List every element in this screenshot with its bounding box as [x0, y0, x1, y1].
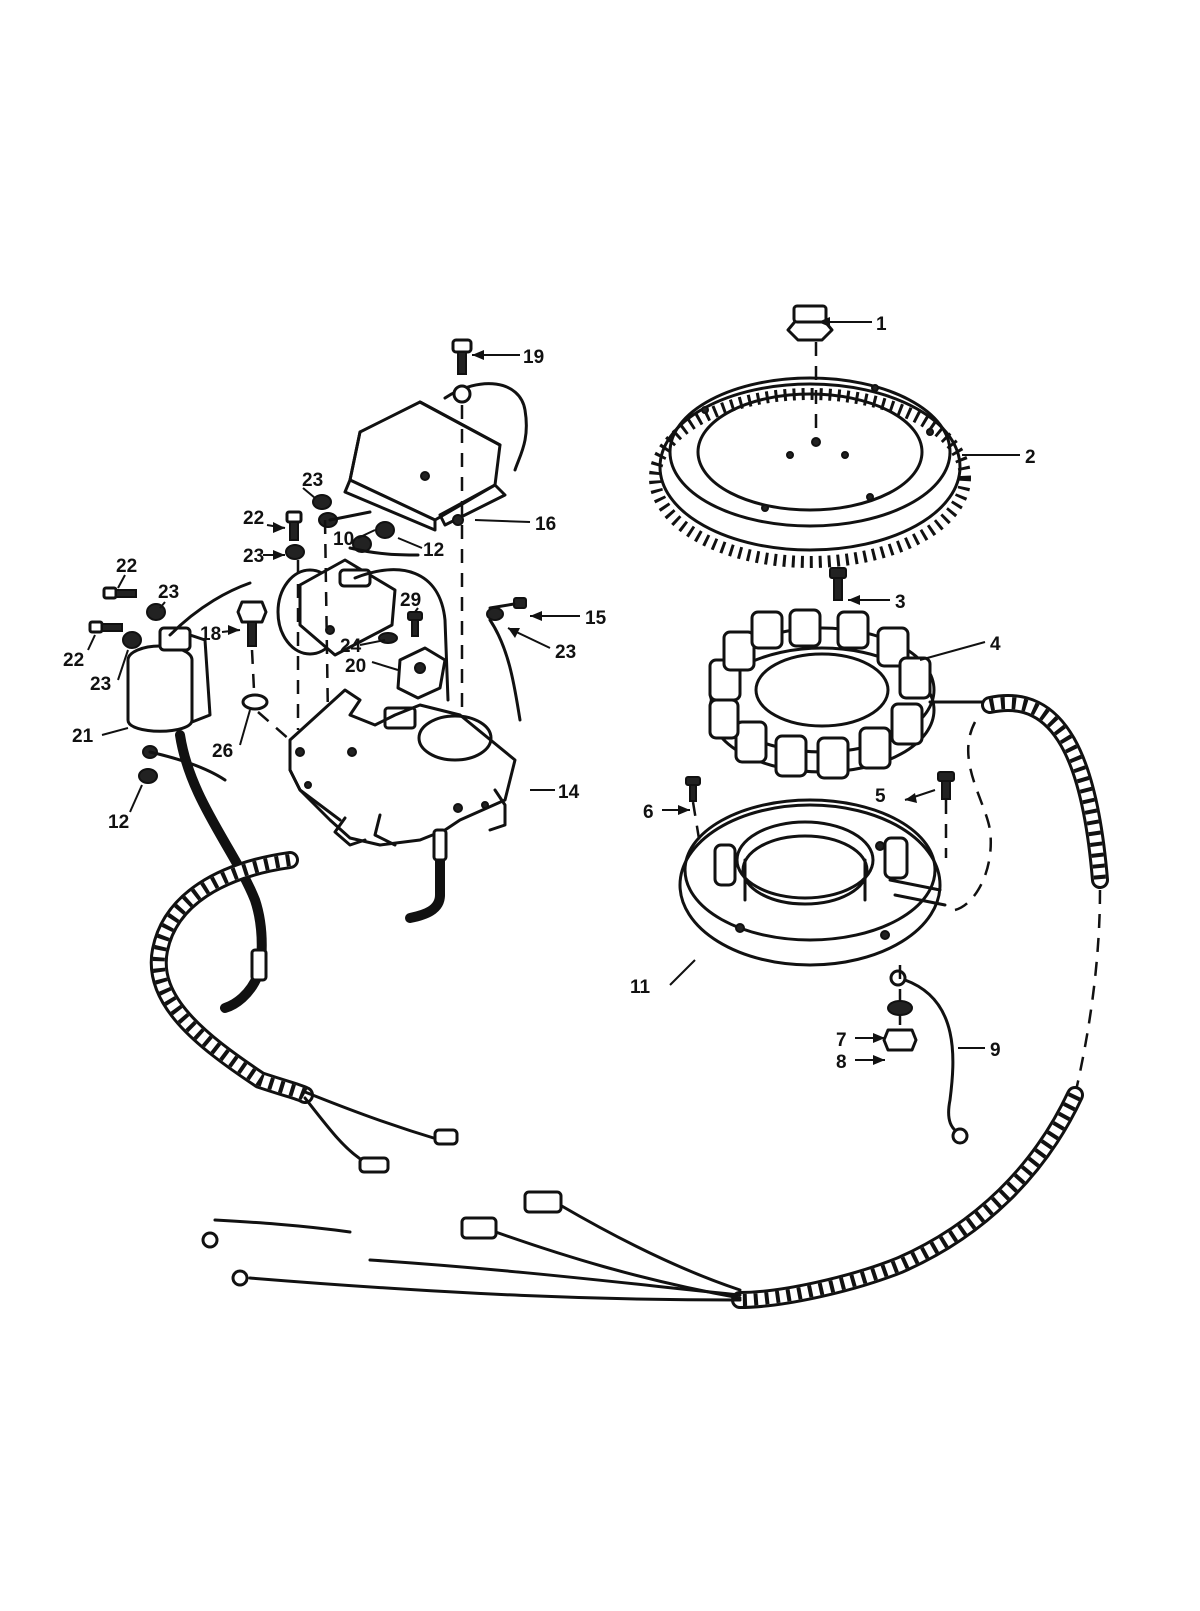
- nut-23e: [122, 631, 142, 649]
- flywheel-nut: [786, 304, 834, 342]
- screw-15: [488, 597, 527, 610]
- callout-4: 4: [990, 634, 1001, 655]
- screw-22a: [285, 510, 303, 541]
- callout-23c: 23: [158, 582, 179, 603]
- callout-3: 3: [895, 592, 906, 613]
- flywheel: [649, 376, 971, 568]
- main-harness: [149, 851, 459, 1174]
- plate-screw-6: [685, 776, 701, 802]
- washer-26: [241, 693, 269, 711]
- plate-screw-5: [937, 771, 955, 800]
- callout-16: 16: [535, 514, 556, 535]
- callout-23b: 23: [243, 546, 264, 567]
- callout-20: 20: [345, 656, 366, 677]
- callout-15: 15: [585, 608, 607, 629]
- lower-harness: [201, 1086, 1084, 1309]
- callout-14: 14: [558, 782, 580, 803]
- stator: [708, 608, 936, 780]
- stator-screw: [829, 567, 847, 601]
- grommet-12-lower: [138, 745, 227, 784]
- washer-7: [887, 1000, 913, 1016]
- callout-5: 5: [875, 786, 886, 807]
- callout-23a: 23: [302, 470, 323, 491]
- bolt-18: [236, 600, 268, 647]
- leader-lines: [87, 317, 1020, 1065]
- bolt-19: [451, 338, 473, 375]
- callout-10: 10: [333, 529, 354, 550]
- callout-21: 21: [72, 726, 94, 747]
- spark-plug-boot-right: [405, 828, 448, 923]
- spark-plug-lead-left: [175, 730, 268, 1013]
- bolt-ring-terminal: [452, 384, 472, 404]
- callout-8: 8: [836, 1052, 847, 1073]
- callout-29: 29: [400, 590, 421, 611]
- callout-22a: 22: [243, 508, 264, 529]
- grommet-10: [318, 510, 372, 528]
- callout-11: 11: [630, 977, 651, 998]
- callout-1: 1: [876, 314, 887, 335]
- screw-22c: [88, 620, 123, 634]
- nut-23a: [285, 544, 305, 560]
- callout-9: 9: [990, 1040, 1001, 1061]
- grommet-12: [348, 521, 420, 557]
- coil-pocket-20: [396, 646, 447, 700]
- callout-12b: 12: [108, 812, 129, 833]
- callout-12a: 12: [423, 540, 444, 561]
- nut-23b: [312, 494, 332, 510]
- callouts: 1 2 3 4 5 6 7 8 9 10 11 12 12 14 15 16 1…: [63, 314, 1036, 1073]
- switch-box: [343, 382, 528, 532]
- mounting-bracket: [288, 688, 517, 847]
- callout-23e: 23: [555, 642, 576, 663]
- callout-6: 6: [643, 802, 654, 823]
- nut-23c: [486, 607, 504, 621]
- ground-strap: [889, 969, 969, 1145]
- stator-harness: [928, 694, 1109, 889]
- callout-22c: 22: [63, 650, 84, 671]
- callout-7: 7: [836, 1030, 847, 1051]
- callout-18: 18: [200, 624, 221, 645]
- callout-19: 19: [523, 347, 544, 368]
- callout-24: 24: [340, 636, 362, 657]
- ignition-coil-21: [126, 581, 252, 733]
- callout-26: 26: [212, 741, 233, 762]
- callout-2: 2: [1025, 447, 1036, 468]
- callout-23d: 23: [90, 674, 111, 695]
- screw-22b: [102, 586, 137, 600]
- ignition-coil-29: [276, 558, 450, 702]
- callout-22b: 22: [116, 556, 137, 577]
- nut-8: [882, 1028, 918, 1052]
- screw-24: [407, 611, 423, 637]
- trigger-plate: [678, 798, 947, 967]
